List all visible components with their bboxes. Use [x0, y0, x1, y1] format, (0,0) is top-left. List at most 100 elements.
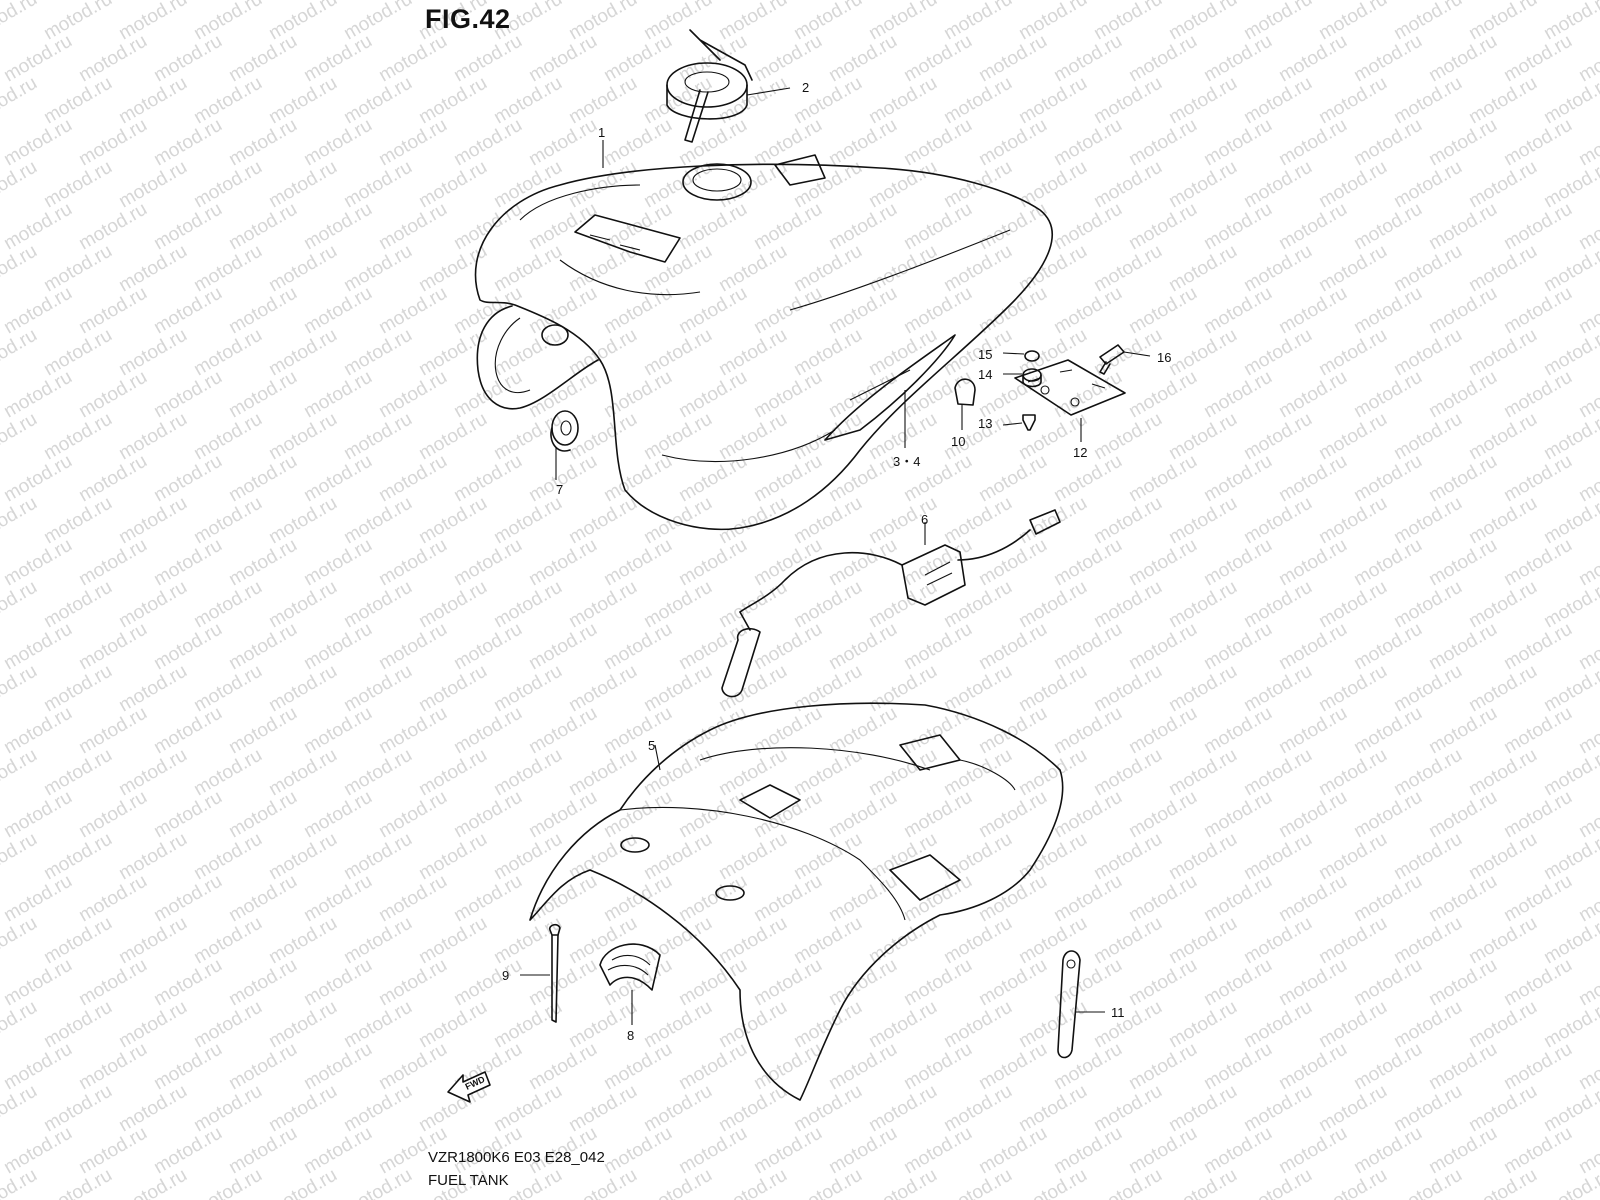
- watermark-text: motod.ru: [1240, 745, 1315, 801]
- watermark-text: motod.ru: [1240, 241, 1315, 297]
- watermark-text: motod.ru: [940, 1165, 1015, 1200]
- watermark-text: motod.ru: [115, 157, 190, 213]
- watermark-text: motod.ru: [750, 451, 825, 507]
- watermark-text: motod.ru: [75, 451, 150, 507]
- watermark-text: motod.ru: [1200, 451, 1275, 507]
- watermark-text: motod.ru: [825, 199, 900, 255]
- watermark-text: motod.ru: [300, 871, 375, 927]
- watermark-text: motod.ru: [375, 367, 450, 423]
- watermark-text: motod.ru: [600, 619, 675, 675]
- watermark-text: motod.ru: [340, 577, 415, 633]
- watermark-text: motod.ru: [790, 1165, 865, 1200]
- watermark-text: motod.ru: [1125, 283, 1200, 339]
- watermark-text: motod.ru: [375, 955, 450, 1011]
- watermark-text: motod.ru: [490, 829, 565, 885]
- watermark-text: motod.ru: [1315, 1081, 1390, 1137]
- watermark-text: motod.ru: [1050, 619, 1125, 675]
- watermark-text: motod.ru: [1315, 829, 1390, 885]
- watermark-text: motod.ru: [0, 913, 41, 969]
- watermark-text: motod.ru: [40, 493, 115, 549]
- watermark-text: motod.ru: [0, 745, 41, 801]
- strap-part-11: [1057, 950, 1105, 1059]
- watermark-text: motod.ru: [150, 283, 225, 339]
- watermark-text: motod.ru: [1425, 283, 1500, 339]
- watermark-text: motod.ru: [450, 535, 525, 591]
- watermark-text: motod.ru: [1090, 73, 1165, 129]
- watermark-text: motod.ru: [1015, 829, 1090, 885]
- watermark-text: motod.ru: [1315, 157, 1390, 213]
- watermark-text: motod.ru: [1425, 703, 1500, 759]
- watermark-text: motod.ru: [190, 493, 265, 549]
- watermark-text: motod.ru: [1350, 31, 1425, 87]
- watermark-text: motod.ru: [40, 829, 115, 885]
- watermark-text: motod.ru: [900, 703, 975, 759]
- watermark-text: motod.ru: [715, 1165, 790, 1200]
- watermark-text: motod.ru: [1165, 241, 1240, 297]
- watermark-text: motod.ru: [190, 1165, 265, 1200]
- watermark-text: motod.ru: [150, 871, 225, 927]
- watermark-text: motod.ru: [190, 577, 265, 633]
- watermark-text: motod.ru: [300, 31, 375, 87]
- watermark-text: motod.ru: [1200, 787, 1275, 843]
- watermark-text: motod.ru: [40, 1165, 115, 1200]
- watermark-text: motod.ru: [1540, 577, 1600, 633]
- watermark-text: motod.ru: [675, 535, 750, 591]
- watermark-text: motod.ru: [1425, 199, 1500, 255]
- watermark-text: motod.ru: [1500, 871, 1575, 927]
- watermark-text: motod.ru: [675, 955, 750, 1011]
- watermark-text: motod.ru: [900, 199, 975, 255]
- watermark-text: motod.ru: [675, 1123, 750, 1179]
- watermark-text: motod.ru: [265, 1081, 340, 1137]
- watermark-text: motod.ru: [1465, 661, 1540, 717]
- watermark-text: motod.ru: [1500, 31, 1575, 87]
- watermark-text: motod.ru: [190, 661, 265, 717]
- watermark-text: motod.ru: [1465, 913, 1540, 969]
- callout-16: 16: [1157, 350, 1171, 365]
- watermark-text: motod.ru: [750, 535, 825, 591]
- watermark-text: motod.ru: [1050, 871, 1125, 927]
- watermark-text: motod.ru: [40, 325, 115, 381]
- watermark-text: motod.ru: [340, 241, 415, 297]
- watermark-text: motod.ru: [675, 1039, 750, 1095]
- watermark-text: motod.ru: [450, 703, 525, 759]
- watermark-text: motod.ru: [1275, 619, 1350, 675]
- watermark-text: motod.ru: [1500, 283, 1575, 339]
- watermark-text: motod.ru: [150, 367, 225, 423]
- watermark-text: motod.ru: [1465, 1081, 1540, 1137]
- watermark-text: motod.ru: [865, 1165, 940, 1200]
- watermark-text: motod.ru: [225, 115, 300, 171]
- watermark-text: motod.ru: [825, 871, 900, 927]
- watermark-text: motod.ru: [1390, 241, 1465, 297]
- watermark-text: motod.ru: [1050, 115, 1125, 171]
- watermark-text: motod.ru: [75, 1123, 150, 1179]
- watermark-text: motod.ru: [640, 829, 715, 885]
- watermark-text: motod.ru: [1165, 157, 1240, 213]
- watermark-text: motod.ru: [940, 661, 1015, 717]
- watermark-text: motod.ru: [450, 787, 525, 843]
- watermark-text: motod.ru: [75, 787, 150, 843]
- watermark-text: motod.ru: [1425, 31, 1500, 87]
- watermark-text: motod.ru: [300, 535, 375, 591]
- watermark-text: motod.ru: [825, 367, 900, 423]
- watermark-text: motod.ru: [1425, 955, 1500, 1011]
- watermark-text: motod.ru: [300, 703, 375, 759]
- watermark-text: motod.ru: [1350, 535, 1425, 591]
- watermark-text: motod.ru: [900, 283, 975, 339]
- watermark-text: motod.ru: [265, 241, 340, 297]
- watermark-text: motod.ru: [1015, 997, 1090, 1053]
- watermark-text: motod.ru: [1350, 283, 1425, 339]
- watermark-text: motod.ru: [0, 73, 41, 129]
- watermark-text: motod.ru: [375, 787, 450, 843]
- fwd-direction-icon: FWD: [447, 1071, 491, 1103]
- watermark-text: motod.ru: [600, 703, 675, 759]
- watermark-text: motod.ru: [1200, 1123, 1275, 1179]
- watermark-text: motod.ru: [1200, 31, 1275, 87]
- watermark-text: motod.ru: [1540, 493, 1600, 549]
- watermark-text: motod.ru: [1315, 661, 1390, 717]
- watermark-text: motod.ru: [190, 1081, 265, 1137]
- watermark-text: motod.ru: [300, 199, 375, 255]
- callout-9: 9: [502, 968, 509, 983]
- watermark-text: motod.ru: [865, 493, 940, 549]
- watermark-text: motod.ru: [715, 325, 790, 381]
- watermark-text: motod.ru: [1500, 367, 1575, 423]
